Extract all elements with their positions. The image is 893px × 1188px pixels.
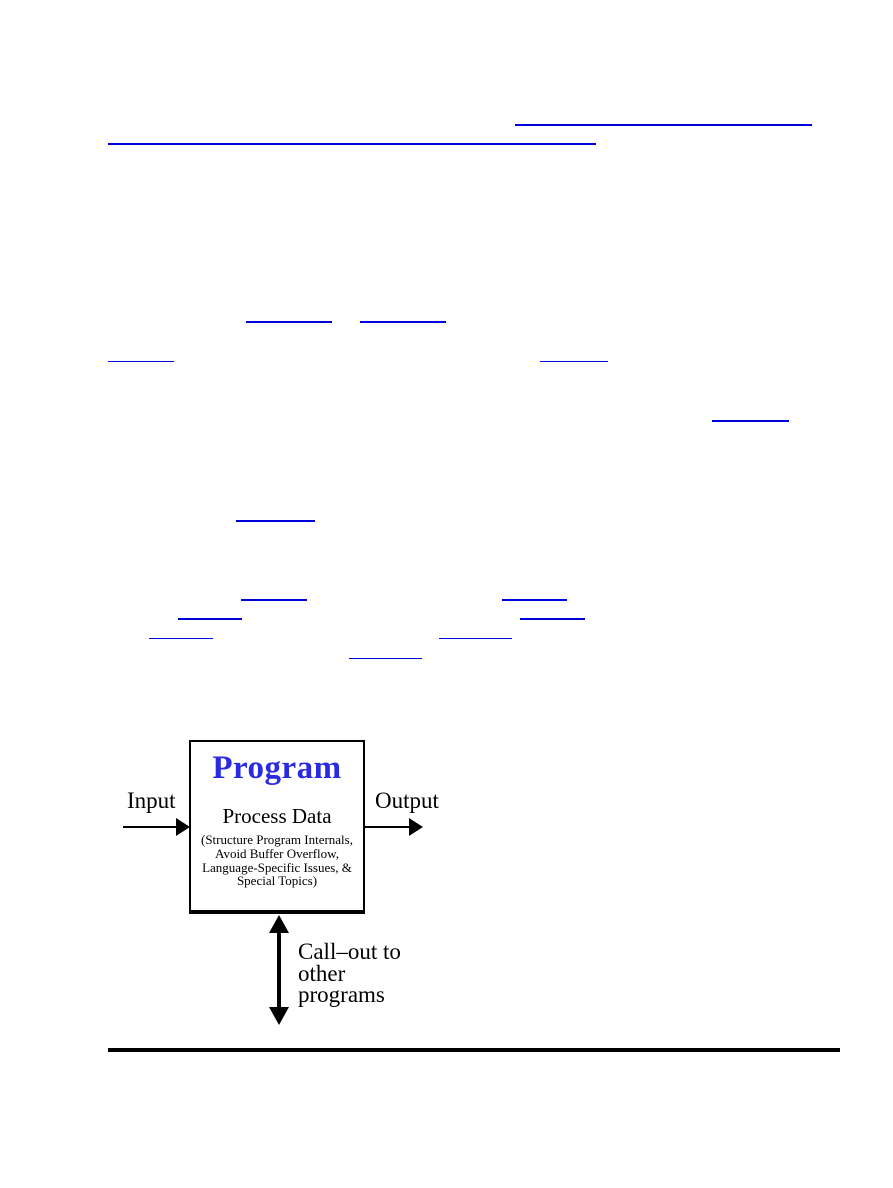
program-box-details-line: Avoid Buffer Overflow, xyxy=(215,845,339,861)
program-box-details: (Structure Program Internals,Avoid Buffe… xyxy=(191,833,363,888)
callout-arrowhead-down-icon xyxy=(269,1007,289,1025)
process-data-label: Process Data xyxy=(222,804,332,828)
link-underline[interactable] xyxy=(108,361,174,362)
output-arrow-line xyxy=(365,826,410,828)
program-box-details-line: (Structure Program Internals, xyxy=(201,832,353,847)
link-underline[interactable] xyxy=(360,321,446,323)
link-underline[interactable] xyxy=(712,420,789,422)
callout-arrow-shaft xyxy=(277,932,281,1008)
callout-arrowhead-up-icon xyxy=(269,915,289,933)
callout-label-line: programs xyxy=(298,982,385,1007)
output-arrowhead-icon xyxy=(409,818,423,836)
program-box-details-line: Special Topics) xyxy=(236,873,318,889)
link-underline[interactable] xyxy=(236,520,315,522)
callout-label-line: other xyxy=(298,960,346,986)
link-underline[interactable] xyxy=(502,599,567,601)
link-underline[interactable] xyxy=(241,599,307,601)
input-label: Input xyxy=(127,788,176,813)
section-divider-rule xyxy=(108,1048,840,1052)
program-box: Program Process Data (Structure Program … xyxy=(189,740,365,914)
link-underline[interactable] xyxy=(349,658,422,659)
link-underline[interactable] xyxy=(108,143,596,145)
link-underline[interactable] xyxy=(515,124,812,126)
link-underline[interactable] xyxy=(246,321,332,323)
output-label: Output xyxy=(375,788,439,813)
link-underline[interactable] xyxy=(178,618,242,620)
link-underline[interactable] xyxy=(439,638,512,639)
link-underline[interactable] xyxy=(540,361,608,362)
link-underline[interactable] xyxy=(520,618,585,620)
input-arrow-line xyxy=(123,826,177,828)
program-box-details-line: Language-Specific Issues, & xyxy=(202,859,352,875)
program-box-title: Program xyxy=(212,750,342,786)
input-arrowhead-icon xyxy=(176,818,190,836)
link-underline[interactable] xyxy=(149,638,213,639)
callout-label-line: Call–out to xyxy=(298,939,401,964)
